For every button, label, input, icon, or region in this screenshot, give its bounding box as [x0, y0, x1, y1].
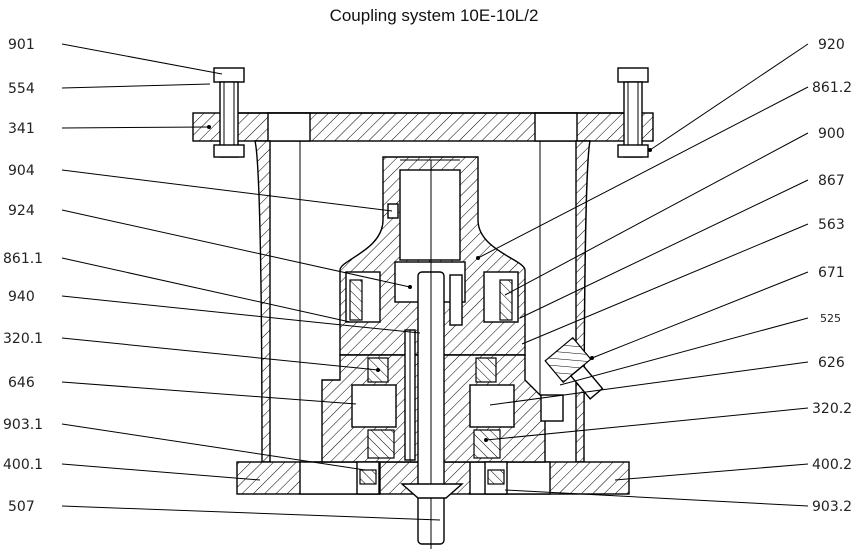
- label-867: 867: [818, 173, 845, 189]
- label-400-2: 400.2: [812, 457, 852, 473]
- leader-lines-left: [61, 43, 441, 521]
- label-563: 563: [818, 217, 845, 233]
- label-341: 341: [8, 121, 35, 137]
- label-861-2: 861.2: [812, 80, 852, 96]
- label-903-1: 903.1: [3, 417, 43, 433]
- label-507: 507: [8, 499, 35, 515]
- diagram-title: Coupling system 10E-10L/2: [329, 6, 539, 25]
- label-900: 900: [818, 126, 845, 142]
- grease-nipple: [540, 336, 604, 422]
- left-top-bolt: [207, 67, 245, 158]
- seal-pockets: [345, 256, 519, 326]
- label-861-1: 861.1: [3, 251, 43, 267]
- label-320-1: 320.1: [3, 331, 43, 347]
- label-901: 901: [8, 37, 35, 53]
- label-904: 904: [8, 163, 35, 179]
- right-top-bolt: [617, 67, 652, 158]
- leader-lines-right: [477, 43, 809, 507]
- label-671: 671: [818, 265, 845, 281]
- label-400-1: 400.1: [3, 457, 43, 473]
- labels-left: 901 554 341 904 924 861.1 940 320.1 646 …: [3, 37, 43, 515]
- label-554: 554: [8, 81, 35, 97]
- label-920: 920: [818, 37, 845, 53]
- labels-right: 920 861.2 900 867 563 671 525 626 320.2 …: [812, 37, 852, 515]
- label-903-2: 903.2: [812, 499, 852, 515]
- label-924: 924: [8, 203, 35, 219]
- coupling-hub: [339, 156, 526, 356]
- label-525: 525: [820, 312, 841, 325]
- shaft: [400, 160, 464, 549]
- label-646: 646: [8, 375, 35, 391]
- label-626: 626: [818, 355, 845, 371]
- label-320-2: 320.2: [812, 401, 852, 417]
- label-940: 940: [8, 289, 35, 305]
